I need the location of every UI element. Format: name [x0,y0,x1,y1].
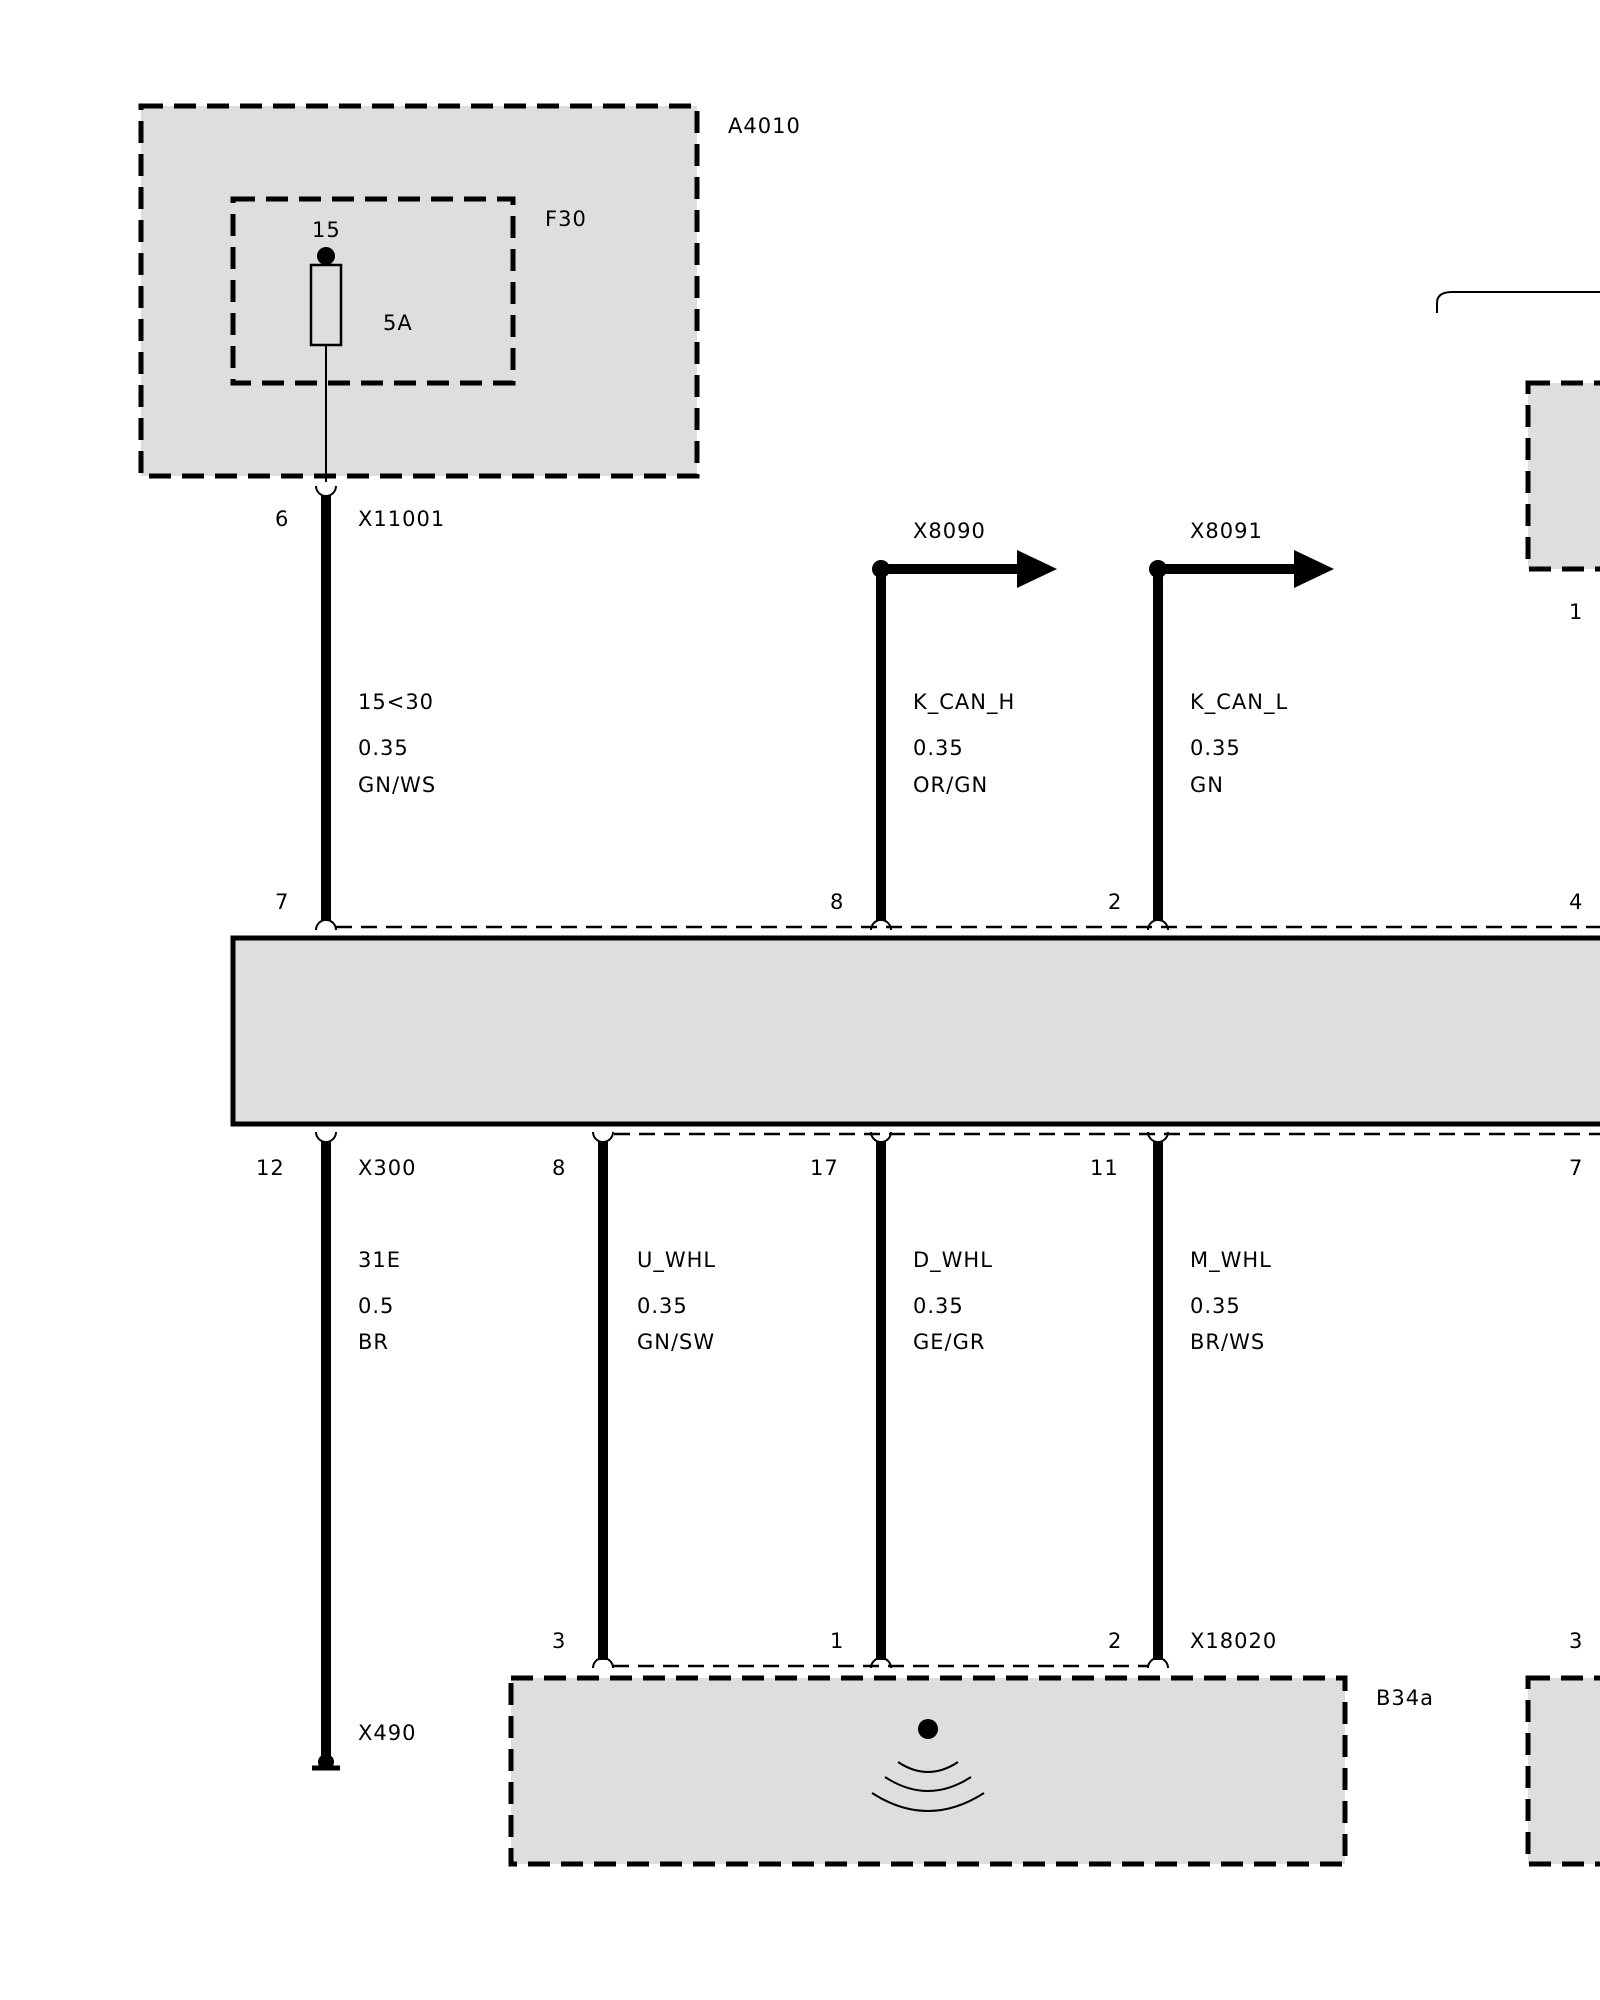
right-partial-lower-pin-label: 3 [1569,1629,1583,1653]
wire-color-label: GN [1190,773,1224,797]
arrow-right-icon [1017,550,1057,588]
x490-label: X490 [358,1721,416,1745]
wire-31e: X300 31E 0.5 BR X490 [312,1142,416,1771]
cu-top-pin-label: 8 [830,890,844,914]
cu-top-pin-label: 7 [275,890,289,914]
right-partial-lower-box [1525,1675,1600,1867]
wire-signal-label: D_WHL [913,1248,993,1273]
wire-d-whl: D_WHL 0.35 GE/GR [876,1142,993,1660]
wire-color-label: GE/GR [913,1330,985,1354]
wire-gauge-label: 0.35 [1190,1294,1241,1318]
sensor-pin-label: 3 [552,1629,566,1653]
wire-15-30: 6 X11001 15<30 0.35 GN/WS [275,485,445,920]
cu-bottom-pin-label: 12 [256,1156,285,1180]
right-partial-pin-label: 1 [1569,600,1583,624]
wire-m-whl: M_WHL 0.35 BR/WS [1153,1142,1272,1660]
wire-signal-label: 15<30 [358,690,434,714]
wire-color-label: GN/WS [358,773,436,797]
fuse-f30-label: F30 [545,207,587,231]
x11001-label: X11001 [358,507,445,531]
wire-gauge-label: 0.35 [913,736,964,760]
pin-terminal [592,1657,614,1669]
wire-signal-label: K_CAN_L [1190,690,1288,715]
cu-bottom-pin-label: 17 [810,1156,839,1180]
wire-color-label: BR [358,1330,389,1354]
wire-signal-label: K_CAN_H [913,690,1015,715]
wireless-signal-icon [871,1719,985,1812]
cu-bottom-pin-label: 11 [1090,1156,1119,1180]
right-partial-module: 1 [1436,291,1600,624]
fuse-pin-label: 15 [312,218,341,242]
right-partial-lower: 3 [1525,1629,1600,1867]
control-unit: 7 8 2 4 12 8 17 11 7 [230,890,1600,1180]
pin-terminal [870,919,892,931]
fuse-f30-box [230,196,516,386]
module-a4010-label: A4010 [728,114,801,138]
cu-bottom-pin-label: 7 [1569,1156,1583,1180]
wire-color-label: GN/SW [637,1330,715,1354]
wire-gauge-label: 0.35 [913,1294,964,1318]
connector-terminal-x11001 [315,485,337,497]
wire-gauge-label: 0.35 [637,1294,688,1318]
sensor-pin-label: 2 [1108,1629,1122,1653]
right-partial-box [1525,380,1600,572]
wire-u-whl: U_WHL 0.35 GN/SW [598,1142,716,1660]
fuse-rating-label: 5A [383,311,413,335]
arrow-right-icon [1294,550,1334,588]
wire-color-label: BR/WS [1190,1330,1265,1354]
pin-terminal [592,1131,614,1143]
x300-label: X300 [358,1156,416,1180]
cu-top-pin-label: 2 [1108,890,1122,914]
x11001-pin-label: 6 [275,507,289,531]
x18020-label: X18020 [1190,1629,1277,1653]
sensor-b34a-label: B34a [1376,1686,1434,1710]
wire-signal-label: M_WHL [1190,1248,1272,1273]
wire-k-can-h: X8090 K_CAN_H 0.35 OR/GN [872,519,1057,920]
wire-gauge-label: 0.35 [1190,736,1241,760]
control-unit-box [230,935,1600,1127]
pin-terminal [870,1657,892,1669]
pin-terminal [1147,919,1169,931]
cu-top-pin-label: 4 [1569,890,1583,914]
wire-gauge-label: 0.5 [358,1294,394,1318]
pin-terminal [1147,1657,1169,1669]
pin-terminal [315,1131,337,1143]
fuse-f30: F30 15 5A [230,196,587,482]
wire-color-label: OR/GN [913,773,988,797]
pin-terminal [315,919,337,931]
x8091-label: X8091 [1190,519,1263,543]
x8090-label: X8090 [913,519,986,543]
wire-signal-label: 31E [358,1248,401,1272]
wire-gauge-label: 0.35 [358,736,409,760]
fuse-terminal-dot [317,247,335,265]
sensor-b34a: 3 1 2 X18020 B34a [508,1629,1434,1867]
wire-k-can-l: X8091 K_CAN_L 0.35 GN [1149,519,1334,920]
wire-signal-label: U_WHL [637,1248,716,1273]
sensor-pin-label: 1 [830,1629,844,1653]
bracket-line [1436,291,1600,313]
cu-bottom-pin-label: 8 [552,1156,566,1180]
